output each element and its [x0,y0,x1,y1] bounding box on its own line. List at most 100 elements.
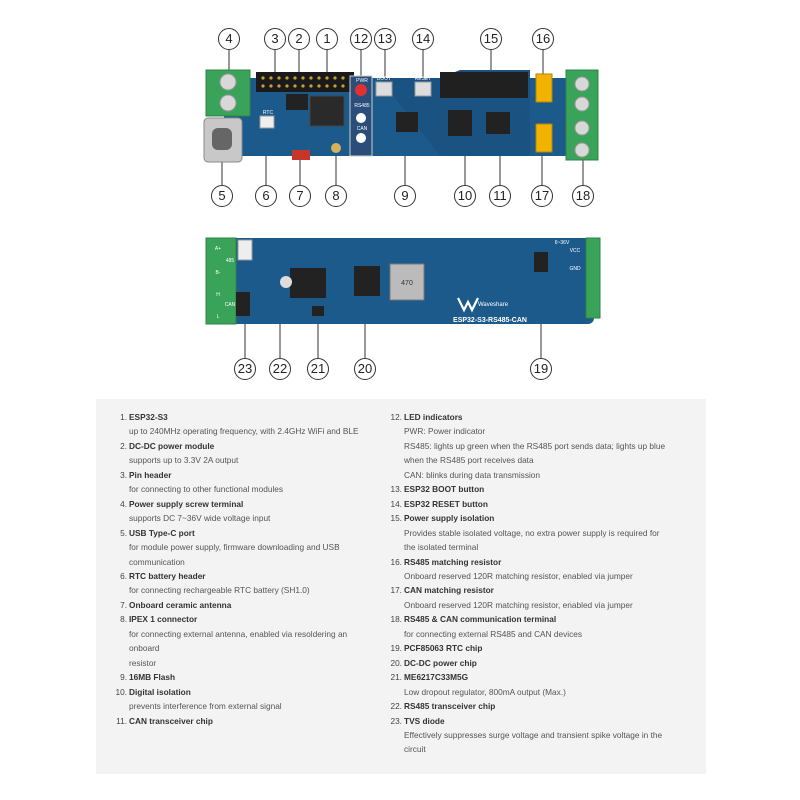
legend-item-number: 10. [115,686,127,697]
silk-rtc: RTC [263,110,274,116]
callout-3: 3 [264,28,286,50]
legend-item-description: supports up to 3.3V 2A output [129,455,239,466]
legend-item: 9.16MB Flash [106,670,376,684]
silk-485: 485 [226,258,235,264]
legend-item-number: 3. [120,469,127,480]
legend-item-description: supports DC 7~36V wide voltage input [129,513,271,524]
board-top: RTC PWR RS485 CAN BOOT RESET [203,69,599,163]
legend-item-title: IPEX 1 connector [129,614,198,625]
legend-item-description: prevents interference from external sign… [129,701,282,712]
legend-item-title: ME6217C33M5G [404,672,469,683]
legend-item-number: 11. [116,715,127,726]
legend-item-description: the isolated terminal [404,542,479,553]
callout-16: 16 [532,28,554,50]
legend-item-title: TVS diode [404,715,445,726]
silk-470: 470 [401,280,413,287]
legend-item: 6.RTC battery header for connecting recha… [106,569,376,598]
legend-item-title: DC-DC power module [129,440,215,451]
silk-h: H [216,292,220,298]
legend-item-number: 22. [390,701,402,712]
callout-1: 1 [316,28,338,50]
legend-item-description: Low dropout regulator, 800mA output (Max… [404,686,566,697]
legend-item-title: Digital isolation [129,686,191,697]
legend-item-description: RS485: lights up green when the RS485 po… [404,440,666,451]
legend-item-number: 21. [390,672,402,683]
legend-item-description: for module power supply, firmware downlo… [129,542,340,553]
legend-item-number: 7. [120,599,127,610]
silk-can-label: CAN [225,302,236,308]
legend-item-description: for connecting external antenna, enabled… [129,628,348,654]
legend-item-title: RTC battery header [129,570,206,581]
legend-item-number: 23. [390,715,402,726]
legend-item: 20.DC-DC power chip [381,656,701,670]
legend-item-description: Provides stable isolated voltage, no ext… [404,527,660,538]
board-diagram: RTC PWR RS485 CAN BOOT RESET [0,0,800,385]
legend-item-number: 6. [120,570,127,581]
silk-boot: BOOT [377,76,391,82]
legend-item-title: Onboard ceramic antenna [129,599,232,610]
silk-board-name: ESP32-S3-RS485-CAN [453,317,527,324]
legend-item: 13.ESP32 BOOT button [381,482,701,496]
legend-item-title: CAN transceiver chip [129,715,213,726]
callout-23: 23 [234,358,256,380]
legend-item-number: 4. [120,498,127,509]
legend-item: 10.Digital isolation prevents interferenc… [106,685,376,714]
legend-item-title: RS485 & CAN communication terminal [404,614,557,625]
board-bottom: A+ 485 B- H CAN L 470 Waveshare ESP32-S3… [205,237,601,325]
legend-item: 14.ESP32 RESET button [381,497,701,511]
legend-item: 11.CAN transceiver chip [106,714,376,728]
legend-item-title: Pin header [129,469,172,480]
callout-5: 5 [211,185,233,207]
legend-item-title: DC-DC power chip [404,657,477,668]
silk-l: L [217,314,220,320]
callout-4: 4 [218,28,240,50]
callout-11: 11 [489,185,511,207]
legend-item-number: 13. [390,484,402,495]
legend-item-title: RS485 transceiver chip [404,701,496,712]
legend-item-title: ESP32-S3 [129,412,168,422]
callout-13: 13 [374,28,396,50]
legend-item: 8.IPEX 1 connector for connecting externa… [106,612,376,670]
legend-item-number: 19. [390,643,402,654]
legend-item: 7.Onboard ceramic antenna [106,598,376,612]
callout-17: 17 [531,185,553,207]
callout-19: 19 [530,358,552,380]
legend-item: 4.Power supply screw terminal supports DC… [106,497,376,526]
legend-item-title: 16MB Flash [129,672,176,683]
legend-item-title: RS485 matching resistor [404,556,502,567]
legend-item: 21.ME6217C33M5G Low dropout regulator, 80… [381,670,701,699]
legend-item-description: up to 240MHz operating frequency, with 2… [129,426,359,437]
legend-item-title: Power supply screw terminal [129,498,244,509]
legend-item-number: 8. [120,614,127,625]
callout-8: 8 [325,185,347,207]
silk-a-plus: A+ [215,246,221,252]
legend-item-description: CAN: blinks during data transmission [404,469,541,480]
legend-item-number: 17. [390,585,402,596]
legend-item-description: PWR: Power indicator [404,426,486,437]
legend-item-title: ESP32 RESET button [404,498,488,509]
legend-item-description: for connecting rechargeable RTC battery … [129,585,310,596]
legend-item: 3.Pin header for connecting to other func… [106,468,376,497]
legend-item-description: for connecting to other functional modul… [129,484,284,495]
callout-12: 12 [350,28,372,50]
legend-item-number: 2. [120,440,127,451]
legend-item-description: resistor [129,657,157,668]
legend-item-description: when the RS485 port receives data [404,455,534,466]
callout-10: 10 [454,185,476,207]
silk-rs485: RS485 [354,103,370,109]
board-illustration: RTC PWR RS485 CAN BOOT RESET [203,50,601,358]
legend-item: 2.DC-DC power module supports up to 3.3V … [106,439,376,468]
legend-item-number: 14. [390,498,402,509]
legend-item-number: 12. [390,412,402,422]
legend-item-description: Effectively suppresses surge voltage and… [404,729,663,740]
legend-item-number: 16. [390,556,402,567]
legend-item-title: LED indicators [404,412,463,422]
